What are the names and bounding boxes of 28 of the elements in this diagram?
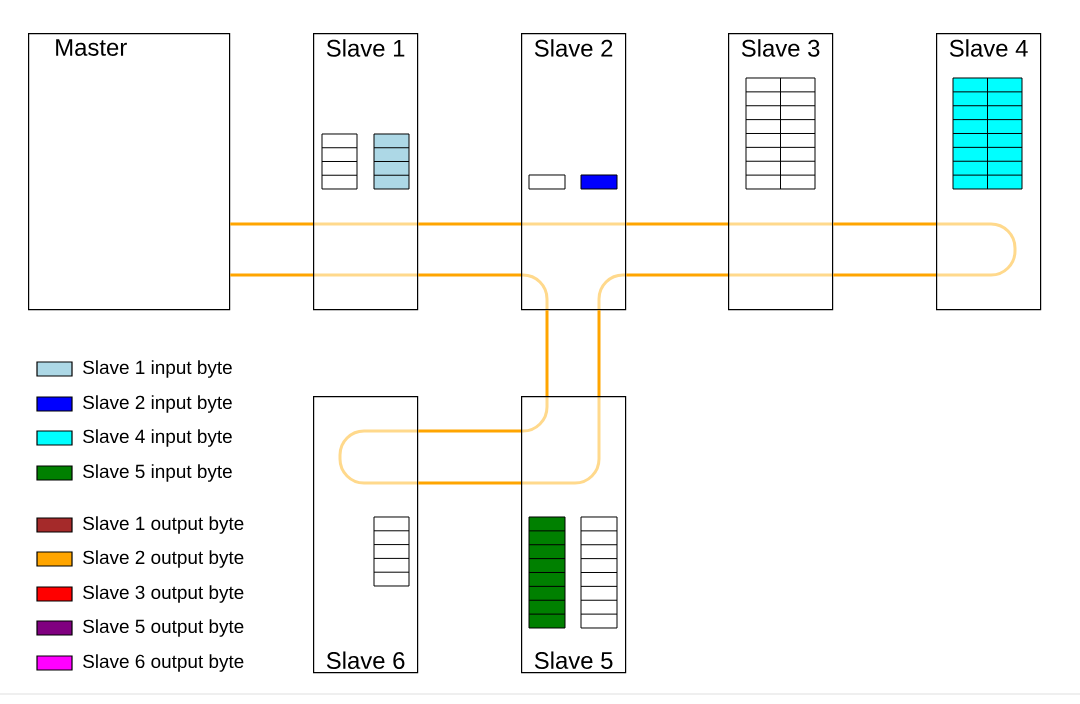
cable-line bbox=[626, 222, 728, 226]
cable-line bbox=[418, 273, 521, 277]
legend-label: Slave 3 output byte bbox=[83, 585, 244, 603]
cable-line bbox=[230, 273, 313, 277]
cable-line bbox=[230, 222, 313, 226]
device-box: Master bbox=[28, 33, 231, 311]
device-box: Slave 5 bbox=[521, 396, 627, 674]
device-box: Slave 2 bbox=[521, 33, 627, 311]
cable-line bbox=[597, 310, 601, 396]
legend-label: Slave 2 output byte bbox=[83, 550, 244, 568]
cable-line bbox=[418, 429, 521, 433]
cable-line bbox=[626, 273, 728, 277]
legend-label: Slave 2 input byte bbox=[83, 395, 232, 413]
cable-line bbox=[545, 310, 549, 396]
legend-label: Slave 5 output byte bbox=[83, 619, 244, 637]
device-box: Slave 6 bbox=[313, 396, 419, 674]
cable-line bbox=[418, 222, 521, 226]
device-box: Slave 3 bbox=[728, 33, 834, 311]
legend-label: Slave 4 input byte bbox=[83, 429, 232, 447]
legend-label: Slave 6 output byte bbox=[83, 654, 244, 672]
cable-line bbox=[833, 222, 936, 226]
device-box: Slave 1 bbox=[313, 33, 419, 311]
legend-label: Slave 1 output byte bbox=[83, 516, 244, 534]
device-box: Slave 4 bbox=[936, 33, 1042, 311]
cable-line bbox=[833, 273, 936, 277]
legend-label: Slave 1 input byte bbox=[83, 360, 232, 378]
cable-line bbox=[418, 481, 521, 485]
legend-label: Slave 5 input byte bbox=[83, 464, 232, 482]
